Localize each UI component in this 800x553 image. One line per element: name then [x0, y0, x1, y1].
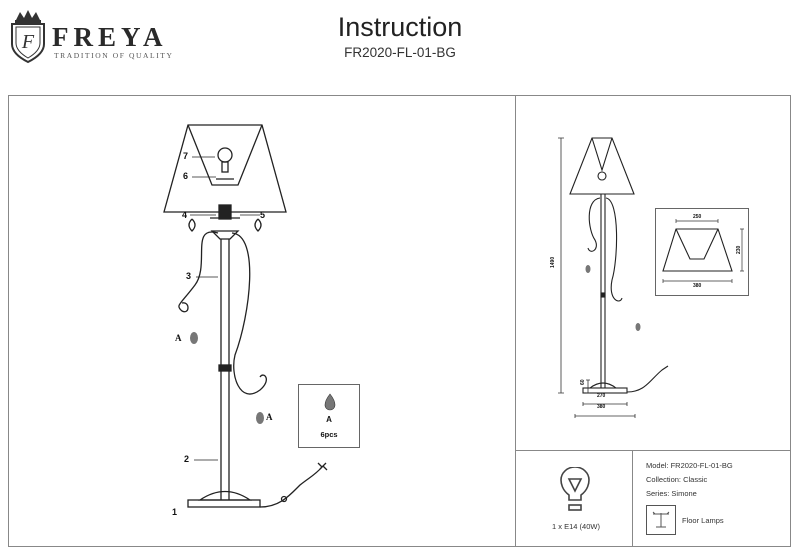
divider-horizontal [515, 450, 791, 451]
callout-1: 1 [172, 507, 178, 517]
spec-series: Series: Simone [646, 489, 697, 498]
instruction-frame [8, 95, 791, 547]
crystal-drop [256, 412, 264, 424]
callout-5: 5 [260, 210, 266, 220]
power-cable [259, 466, 323, 508]
dim-total-height: 1490 [550, 256, 556, 268]
spec-model: Model: FR2020-FL-01-BG [646, 461, 733, 470]
parts-quantity: 6pcs [320, 430, 338, 439]
spec-collection: Collection: Classic [646, 475, 708, 484]
base [197, 490, 253, 501]
divider-spec [632, 450, 633, 547]
dim-base-inner: 270 [597, 393, 606, 399]
crystal-label-left: A [175, 333, 182, 343]
arm-left [178, 231, 219, 313]
assembly-drawing [163, 124, 328, 508]
crystal-drop [190, 332, 198, 344]
page-title: Instruction [337, 12, 463, 42]
crystal-drop-icon [324, 393, 336, 411]
dim-shade-bottom: 380 [693, 283, 702, 289]
svg-text:F: F [21, 31, 35, 53]
lampshade [163, 124, 287, 213]
light-bulb-icon [560, 467, 590, 511]
callout-7: 7 [183, 151, 189, 161]
dim-base-outer: 380 [597, 404, 606, 410]
crystal-label-right: A [266, 412, 273, 422]
floor-lamp-icon [646, 505, 676, 535]
callout-4: 4 [182, 210, 188, 220]
callout-3: 3 [186, 271, 192, 281]
shade-detail-drawing [662, 219, 744, 283]
brand-tagline: TRADITION OF QUALITY [54, 51, 174, 60]
callout-6: 6 [183, 171, 189, 181]
parts-box: A 6pcs [298, 384, 360, 448]
bulb [217, 147, 233, 163]
dim-base-height: 60 [580, 379, 586, 385]
parts-label: A [326, 415, 332, 424]
dimension-drawing [558, 137, 669, 418]
model-code: FR2020-FL-01-BG [344, 45, 456, 60]
floor-lamp-glyph [652, 511, 670, 528]
bulb-spec: 1 x E14 (40W) [552, 522, 600, 531]
crown-shield-icon: F [11, 10, 45, 64]
spec-category: Floor Lamps [682, 516, 724, 525]
divider-vertical [515, 95, 516, 547]
brand-logo: F [6, 8, 50, 64]
dim-shade-top: 250 [693, 214, 702, 220]
dim-shade-height: 230 [736, 245, 742, 254]
brand-name: FREYA [52, 22, 168, 52]
callout-2: 2 [184, 454, 190, 464]
arm-right [231, 232, 267, 395]
shade-detail-box: 250 380 230 [655, 208, 749, 296]
